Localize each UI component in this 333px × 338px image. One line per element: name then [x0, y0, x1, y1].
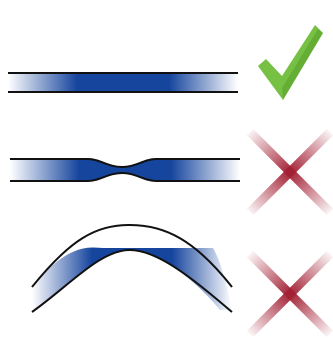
- check-icon: [258, 25, 323, 100]
- straight-band-diagram: [8, 73, 238, 92]
- cross-icon: [250, 254, 330, 334]
- straight-band-fill: [8, 73, 238, 92]
- cross-icon: [250, 132, 330, 212]
- curved-band-fill: [32, 247, 232, 312]
- curved-band-diagram: [32, 225, 232, 312]
- pinched-band-diagram: [10, 159, 240, 181]
- pinched-band-fill: [10, 159, 240, 181]
